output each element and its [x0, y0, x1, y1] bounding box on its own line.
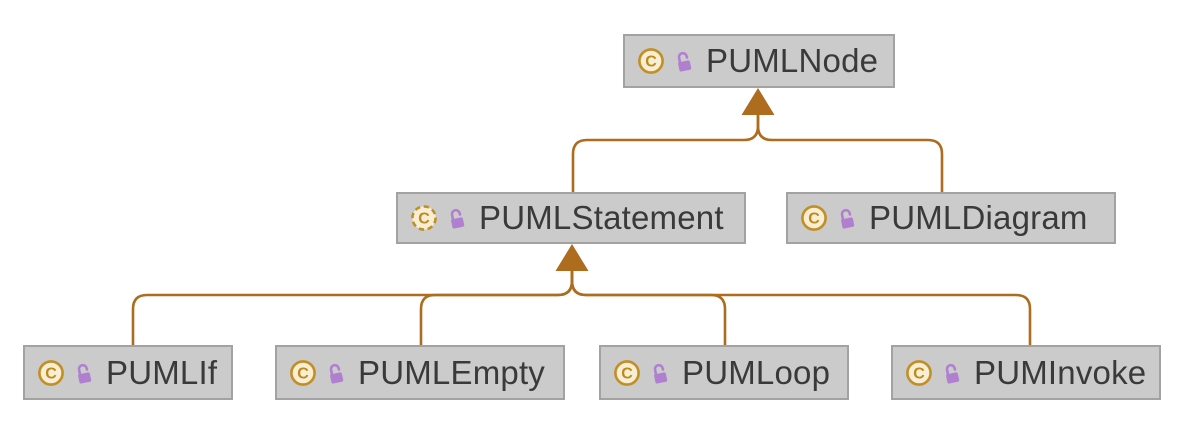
svg-text:C: C [808, 211, 820, 228]
abstract-class-icon: C [411, 205, 437, 231]
svg-text:C: C [297, 365, 309, 382]
svg-text:C: C [418, 211, 430, 228]
class-icon: C [906, 359, 932, 386]
unlocked-icon [677, 51, 692, 72]
unlocked-icon [840, 208, 855, 229]
class-node-pumlstatement[interactable]: C PUMLStatement [396, 192, 746, 244]
class-node-pumloop[interactable]: C PUMLoop [599, 345, 849, 400]
class-node-pumlempty[interactable]: C PUMLEmpty [275, 345, 565, 400]
class-name: PUMLoop [682, 353, 831, 391]
class-node-pumldiagram[interactable]: C PUMLDiagram [786, 192, 1116, 244]
class-node-pumlif[interactable]: C PUMLIf [23, 345, 233, 400]
svg-text:C: C [913, 365, 925, 382]
edge-pumldiagram-to-pumlnode [756, 111, 944, 192]
class-icon: C [290, 359, 316, 386]
inheritance-arrowhead-pumlstatement [555, 244, 589, 271]
class-node-pumlnode[interactable]: C PUMLNode [623, 34, 895, 88]
unlocked-icon [450, 208, 465, 229]
edge-pumloop-to-pumlstatement [570, 267, 727, 346]
class-icon: C [38, 359, 64, 386]
class-icon: C [801, 205, 827, 231]
inheritance-arrowhead-pumlnode [741, 88, 775, 115]
class-name: PUMLNode [706, 42, 879, 79]
edge-puminvoke-to-pumlstatement [570, 267, 1032, 346]
class-icon: C [638, 48, 664, 74]
edge-pumlif-to-pumlstatement [131, 267, 574, 346]
unlocked-icon [77, 363, 92, 384]
svg-text:C: C [45, 365, 57, 382]
class-name: PUMInvoke [974, 353, 1147, 391]
class-icon: C [614, 359, 640, 386]
class-name: PUMLIf [106, 353, 218, 391]
unlocked-icon [945, 363, 960, 384]
edge-pumlempty-to-pumlstatement [419, 267, 574, 346]
svg-text:C: C [645, 54, 657, 71]
svg-text:C: C [621, 365, 633, 382]
class-name: PUMLEmpty [358, 353, 546, 391]
unlocked-icon [329, 363, 344, 384]
edge-pumlstatement-to-pumlnode [571, 111, 760, 192]
class-name: PUMLStatement [479, 199, 724, 236]
class-name: PUMLDiagram [869, 199, 1088, 236]
unlocked-icon [653, 363, 668, 384]
class-node-puminvoke[interactable]: C PUMInvoke [891, 345, 1161, 400]
